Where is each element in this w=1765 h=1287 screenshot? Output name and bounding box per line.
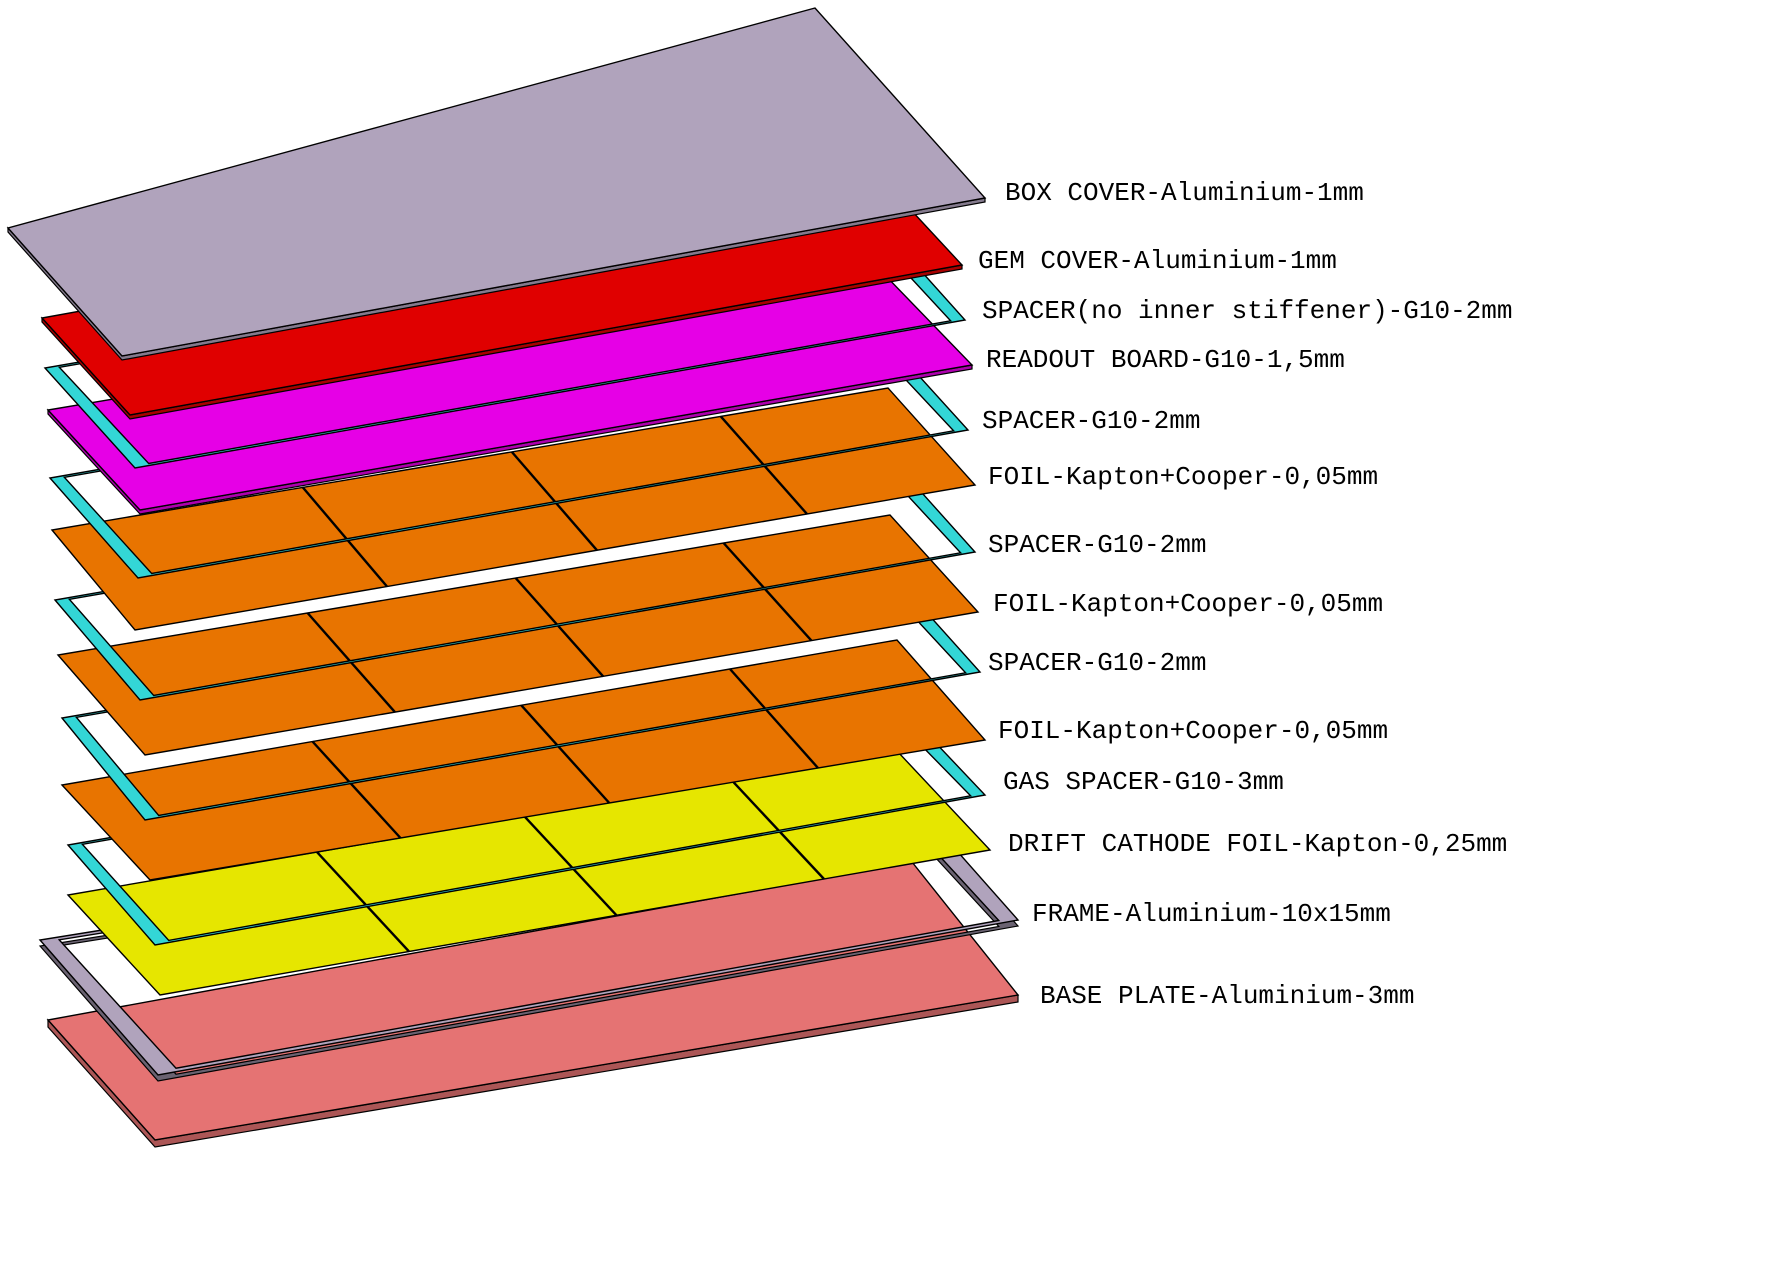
drift-cathode-segment-line-2 bbox=[523, 815, 618, 917]
foil-2-segment-line-2 bbox=[514, 577, 605, 678]
label-foil-1: FOIL-Kapton+Cooper-0,05mm bbox=[988, 462, 1378, 492]
foil-1-segment-line-2 bbox=[510, 451, 598, 552]
label-drift-cathode: DRIFT CATHODE FOIL-Kapton-0,25mm bbox=[1008, 829, 1507, 859]
foil-3-segment-line-3 bbox=[729, 668, 819, 769]
label-spacer-no-stiffener: SPACER(no inner stiffener)-G10-2mm bbox=[982, 296, 1513, 326]
label-foil-2: FOIL-Kapton+Cooper-0,05mm bbox=[993, 589, 1383, 619]
layer-drift-cathode bbox=[66, 751, 992, 996]
foil-2-surface bbox=[56, 514, 980, 756]
label-spacer-2: SPACER-G10-2mm bbox=[988, 530, 1206, 560]
foil-3-surface bbox=[60, 639, 987, 881]
foil-3-segment-line-1 bbox=[311, 740, 402, 839]
label-frame: FRAME-Aluminium-10x15mm bbox=[1032, 899, 1391, 929]
layer-foil-2 bbox=[56, 514, 980, 756]
label-gem-cover: GEM COVER-Aluminium-1mm bbox=[978, 246, 1337, 276]
label-spacer-1: SPACER-G10-2mm bbox=[982, 406, 1200, 436]
label-gas-spacer: GAS SPACER-G10-3mm bbox=[1003, 767, 1284, 797]
label-box-cover: BOX COVER-Aluminium-1mm bbox=[1005, 178, 1364, 208]
foil-3-segment-line-2 bbox=[520, 704, 611, 804]
layer-box-cover bbox=[6, 7, 987, 361]
foil-1-segment-line-1 bbox=[301, 486, 388, 588]
label-base-plate: BASE PLATE-Aluminium-3mm bbox=[1040, 981, 1414, 1011]
layer-foil-3 bbox=[60, 639, 987, 881]
layer-base-plate bbox=[46, 861, 1020, 1148]
drift-cathode-segment-line-3 bbox=[731, 779, 825, 880]
foil-2-segment-line-3 bbox=[722, 542, 813, 642]
drift-cathode-segment-line-1 bbox=[316, 851, 410, 953]
label-spacer-3: SPACER-G10-2mm bbox=[988, 648, 1206, 678]
label-readout-board: READOUT BOARD-G10-1,5mm bbox=[986, 345, 1345, 375]
label-foil-3: FOIL-Kapton+Cooper-0,05mm bbox=[998, 716, 1388, 746]
box-cover-surface bbox=[6, 7, 987, 357]
base-plate-surface bbox=[46, 861, 1020, 1141]
